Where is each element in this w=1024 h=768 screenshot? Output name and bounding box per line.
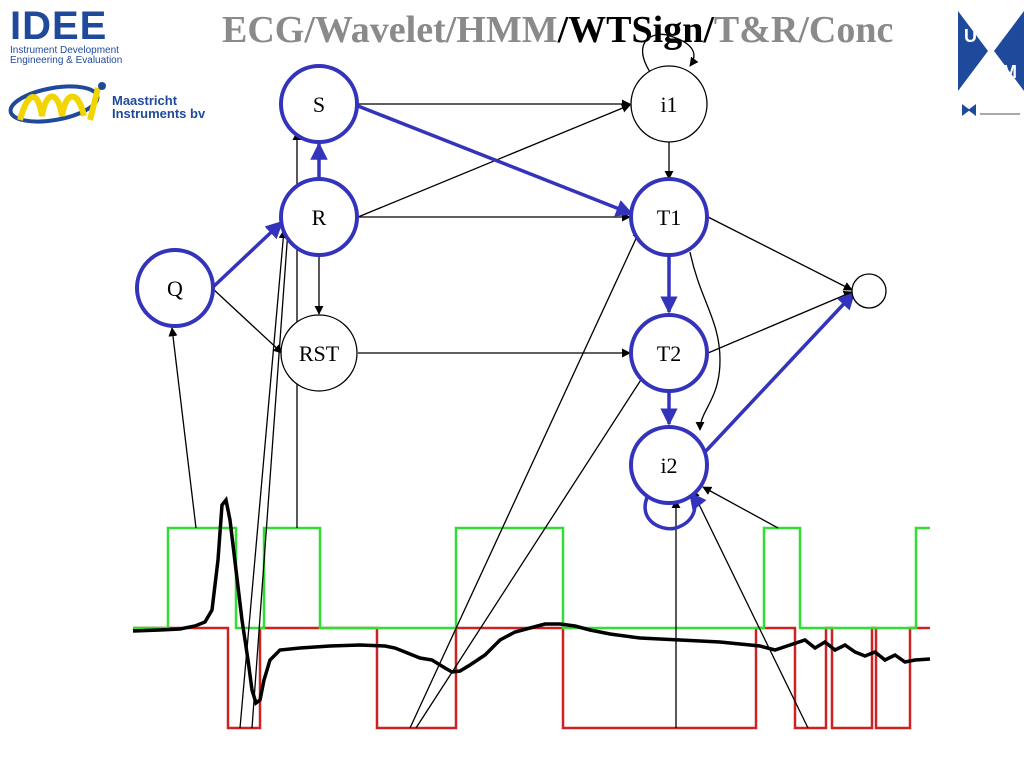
node-r-label: R	[312, 205, 327, 230]
um-small-logo	[962, 104, 1020, 116]
highlighted-path	[210, 104, 856, 531]
mi-line-1: Maastricht	[112, 93, 178, 108]
node-t1	[629, 177, 709, 257]
idee-logo: IDEE Instrument Development Engineering …	[10, 6, 170, 66]
arrow-signal-to-r-2	[251, 229, 289, 729]
node-s	[279, 64, 359, 144]
arrow-t1-to-end	[707, 216, 853, 291]
node-i2-label: i2	[660, 453, 677, 478]
ecg-trace	[132, 495, 931, 706]
node-rst-label: RST	[299, 341, 340, 366]
path-q-to-r	[210, 220, 284, 290]
path-i2-to-end	[703, 291, 856, 454]
arrow-t1-to-i2	[689, 251, 721, 431]
title-part-tr-conc: T&R/Conc	[713, 9, 894, 51]
arrow-signal-to-t2	[415, 371, 647, 729]
state-nodes: S R Q RST i1 T1 T2 i2	[135, 64, 887, 505]
arrow-signal-to-r	[239, 229, 288, 729]
mi-line-2: Instruments bv	[112, 106, 206, 121]
um-letter-m: M	[1002, 62, 1017, 82]
slide-title: ECG/Wavelet/HMM/WTSign/T&R/Conc	[222, 8, 893, 52]
node-rst	[280, 314, 358, 392]
signal-plot	[132, 495, 931, 730]
idee-logo-subtitle-1: Instrument Development	[10, 45, 119, 56]
arrow-signal-to-i2-c	[702, 486, 779, 529]
node-t2	[629, 313, 709, 393]
arrow-signal-to-t1	[409, 229, 641, 729]
node-i1-label: i1	[660, 92, 677, 117]
arrow-i1-self-loop	[642, 33, 699, 73]
node-q	[135, 248, 215, 328]
node-t1-label: T1	[657, 205, 681, 230]
path-i2-self-loop	[643, 487, 707, 531]
transition-arrows	[168, 33, 853, 729]
maastricht-instruments-logo	[8, 82, 106, 124]
title-part-ecg-wavelet-hmm: ECG/Wavelet/HMM	[222, 9, 558, 51]
node-s-label: S	[313, 92, 325, 117]
node-end	[851, 273, 887, 309]
node-i1	[630, 65, 708, 143]
um-letter-u: U	[964, 26, 977, 46]
node-q-label: Q	[167, 276, 183, 301]
um-logo: U M	[958, 11, 1024, 91]
node-r	[279, 177, 359, 257]
node-t2-label: T2	[657, 341, 681, 366]
node-i2	[629, 425, 709, 505]
idee-logo-word: IDEE	[10, 4, 108, 48]
arrow-t2-to-end	[707, 291, 853, 354]
idee-logo-subtitle-2: Engineering & Evaluation	[10, 55, 123, 66]
arrow-signal-to-i2-b	[691, 489, 809, 729]
green-signal-trace	[133, 526, 930, 630]
maastricht-instruments-text: Maastricht Instruments bv	[112, 94, 205, 120]
arrow-signal-to-q	[168, 327, 197, 529]
path-s-to-t1	[357, 104, 634, 217]
arrow-q-to-rst	[211, 287, 283, 354]
